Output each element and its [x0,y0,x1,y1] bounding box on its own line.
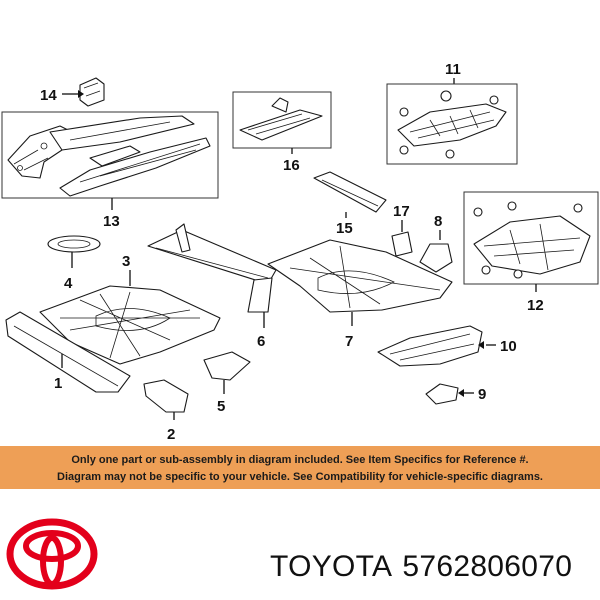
disclaimer-banner: Only one part or sub-assembly in diagram… [0,446,600,489]
callout-6: 6 [257,333,265,350]
callout-15: 15 [336,220,353,237]
part-16-reinforcement [239,97,323,141]
parts-diagram: 14 13 16 11 15 17 [1,61,599,440]
arrow-10 [478,341,484,349]
part-9-bracket [425,383,459,405]
footer-part-label: TOYOTA 5762806070 [270,550,572,584]
callout-7: 7 [345,333,353,350]
part-10-crossmember [377,325,483,367]
group-11-frame [386,83,518,165]
callout-4: 4 [64,275,73,292]
part-14-bracket [79,77,105,107]
callout-1: 1 [54,375,62,392]
toyota-logo-icon [6,518,98,590]
part-1-side-member [5,311,131,393]
callout-11: 11 [445,61,461,78]
part-17-bracket [391,231,413,257]
arrow-9 [458,389,464,397]
part-13-rails [7,115,211,197]
disclaimer-line-1: Only one part or sub-assembly in diagram… [71,454,529,466]
part-8-bracket [419,243,453,273]
callout-9: 9 [478,386,486,403]
callout-12: 12 [527,297,544,314]
callout-13: 13 [103,213,120,230]
group-12-frame [463,191,599,285]
part-3-floor-pan [39,285,221,365]
group-16-frame [232,91,332,149]
arrow-14 [78,90,84,98]
part-11-undercover [397,90,507,159]
callout-2: 2 [167,426,175,440]
part-4-plug [47,235,101,253]
callout-17: 17 [393,203,410,220]
part-5-bracket [203,351,251,381]
part-number: 5762806070 [402,550,573,583]
part-6-cross-member [147,223,277,313]
callout-3: 3 [122,253,130,270]
part-7-rear-floor-pan [267,239,453,313]
part-15-member [313,171,387,213]
part-12-undercover [473,201,591,279]
callout-16: 16 [283,157,300,174]
group-13-frame [1,111,219,199]
part-2-bracket [143,379,189,413]
brand-name: TOYOTA [270,550,393,583]
callout-8: 8 [434,213,442,230]
disclaimer-line-2: Diagram may not be specific to your vehi… [57,471,543,483]
callout-14: 14 [40,87,57,104]
callout-10: 10 [500,338,517,355]
callout-5: 5 [217,398,225,415]
